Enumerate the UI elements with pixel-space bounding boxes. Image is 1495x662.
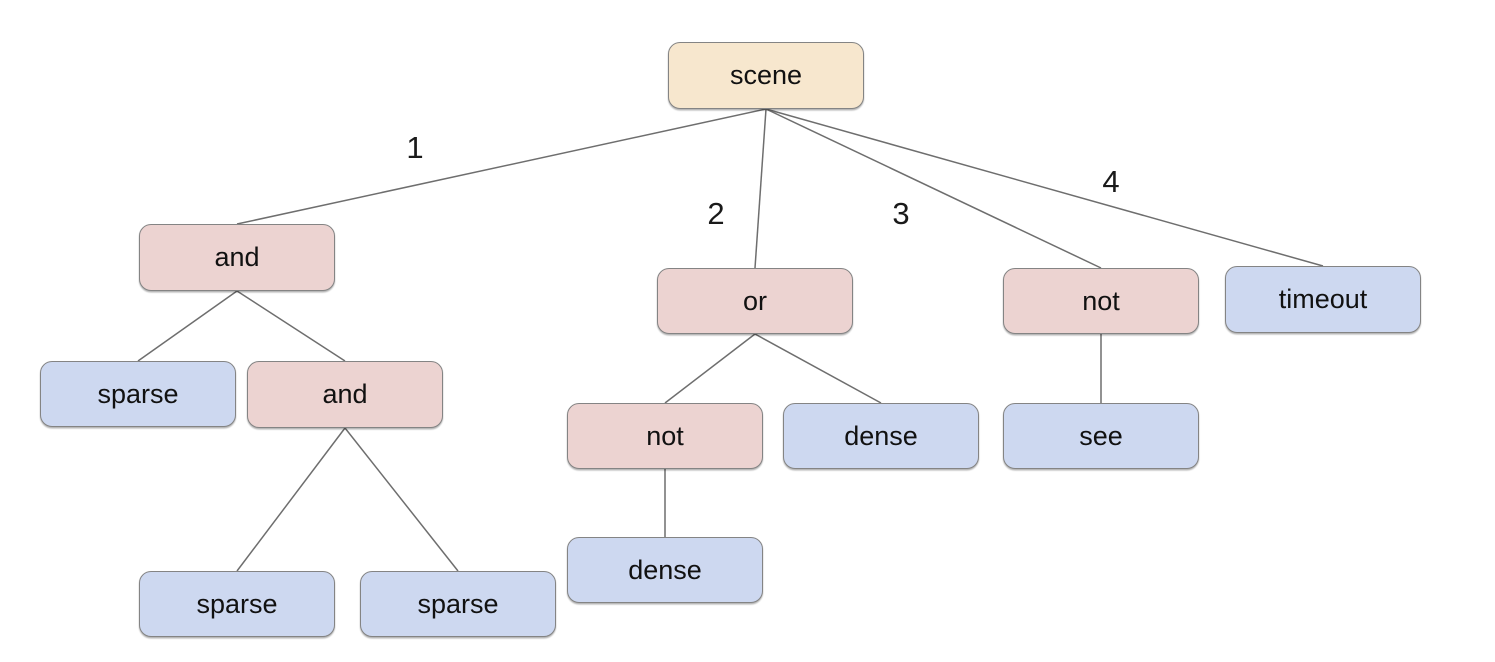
edge-label-3: 3: [892, 196, 910, 231]
tree-node-see1: see: [1003, 403, 1199, 469]
tree-node-or1: or: [657, 268, 853, 334]
tree-node-not1: not: [1003, 268, 1199, 334]
tree-edge-or1-dense1: [754, 333, 882, 404]
tree-edge-or1-not2: [664, 333, 756, 404]
tree-node-sparse3: sparse: [360, 571, 556, 637]
edge-label-1: 1: [406, 130, 424, 165]
tree-edge-scene-timeout1: [765, 108, 1324, 267]
edge-label-4: 4: [1102, 164, 1120, 199]
tree-edge-scene-and1: [236, 108, 767, 225]
tree-node-sparse1: sparse: [40, 361, 236, 427]
tree-node-and2: and: [247, 361, 443, 428]
tree-edge-and1-sparse1: [137, 290, 238, 362]
tree-node-dense2: dense: [567, 537, 763, 603]
tree-node-sparse2: sparse: [139, 571, 335, 637]
tree-node-and1: and: [139, 224, 335, 291]
tree-edge-and1-and2: [236, 290, 346, 362]
tree-node-not2: not: [567, 403, 763, 469]
tree-edge-scene-not1: [765, 108, 1102, 269]
tree-node-timeout1: timeout: [1225, 266, 1421, 333]
tree-node-scene: scene: [668, 42, 864, 109]
edge-label-2: 2: [707, 196, 725, 231]
tree-edge-scene-or1: [754, 108, 767, 269]
tree-edge-and2-sparse3: [344, 427, 459, 572]
tree-edge-and2-sparse2: [236, 427, 346, 572]
tree-node-dense1: dense: [783, 403, 979, 469]
